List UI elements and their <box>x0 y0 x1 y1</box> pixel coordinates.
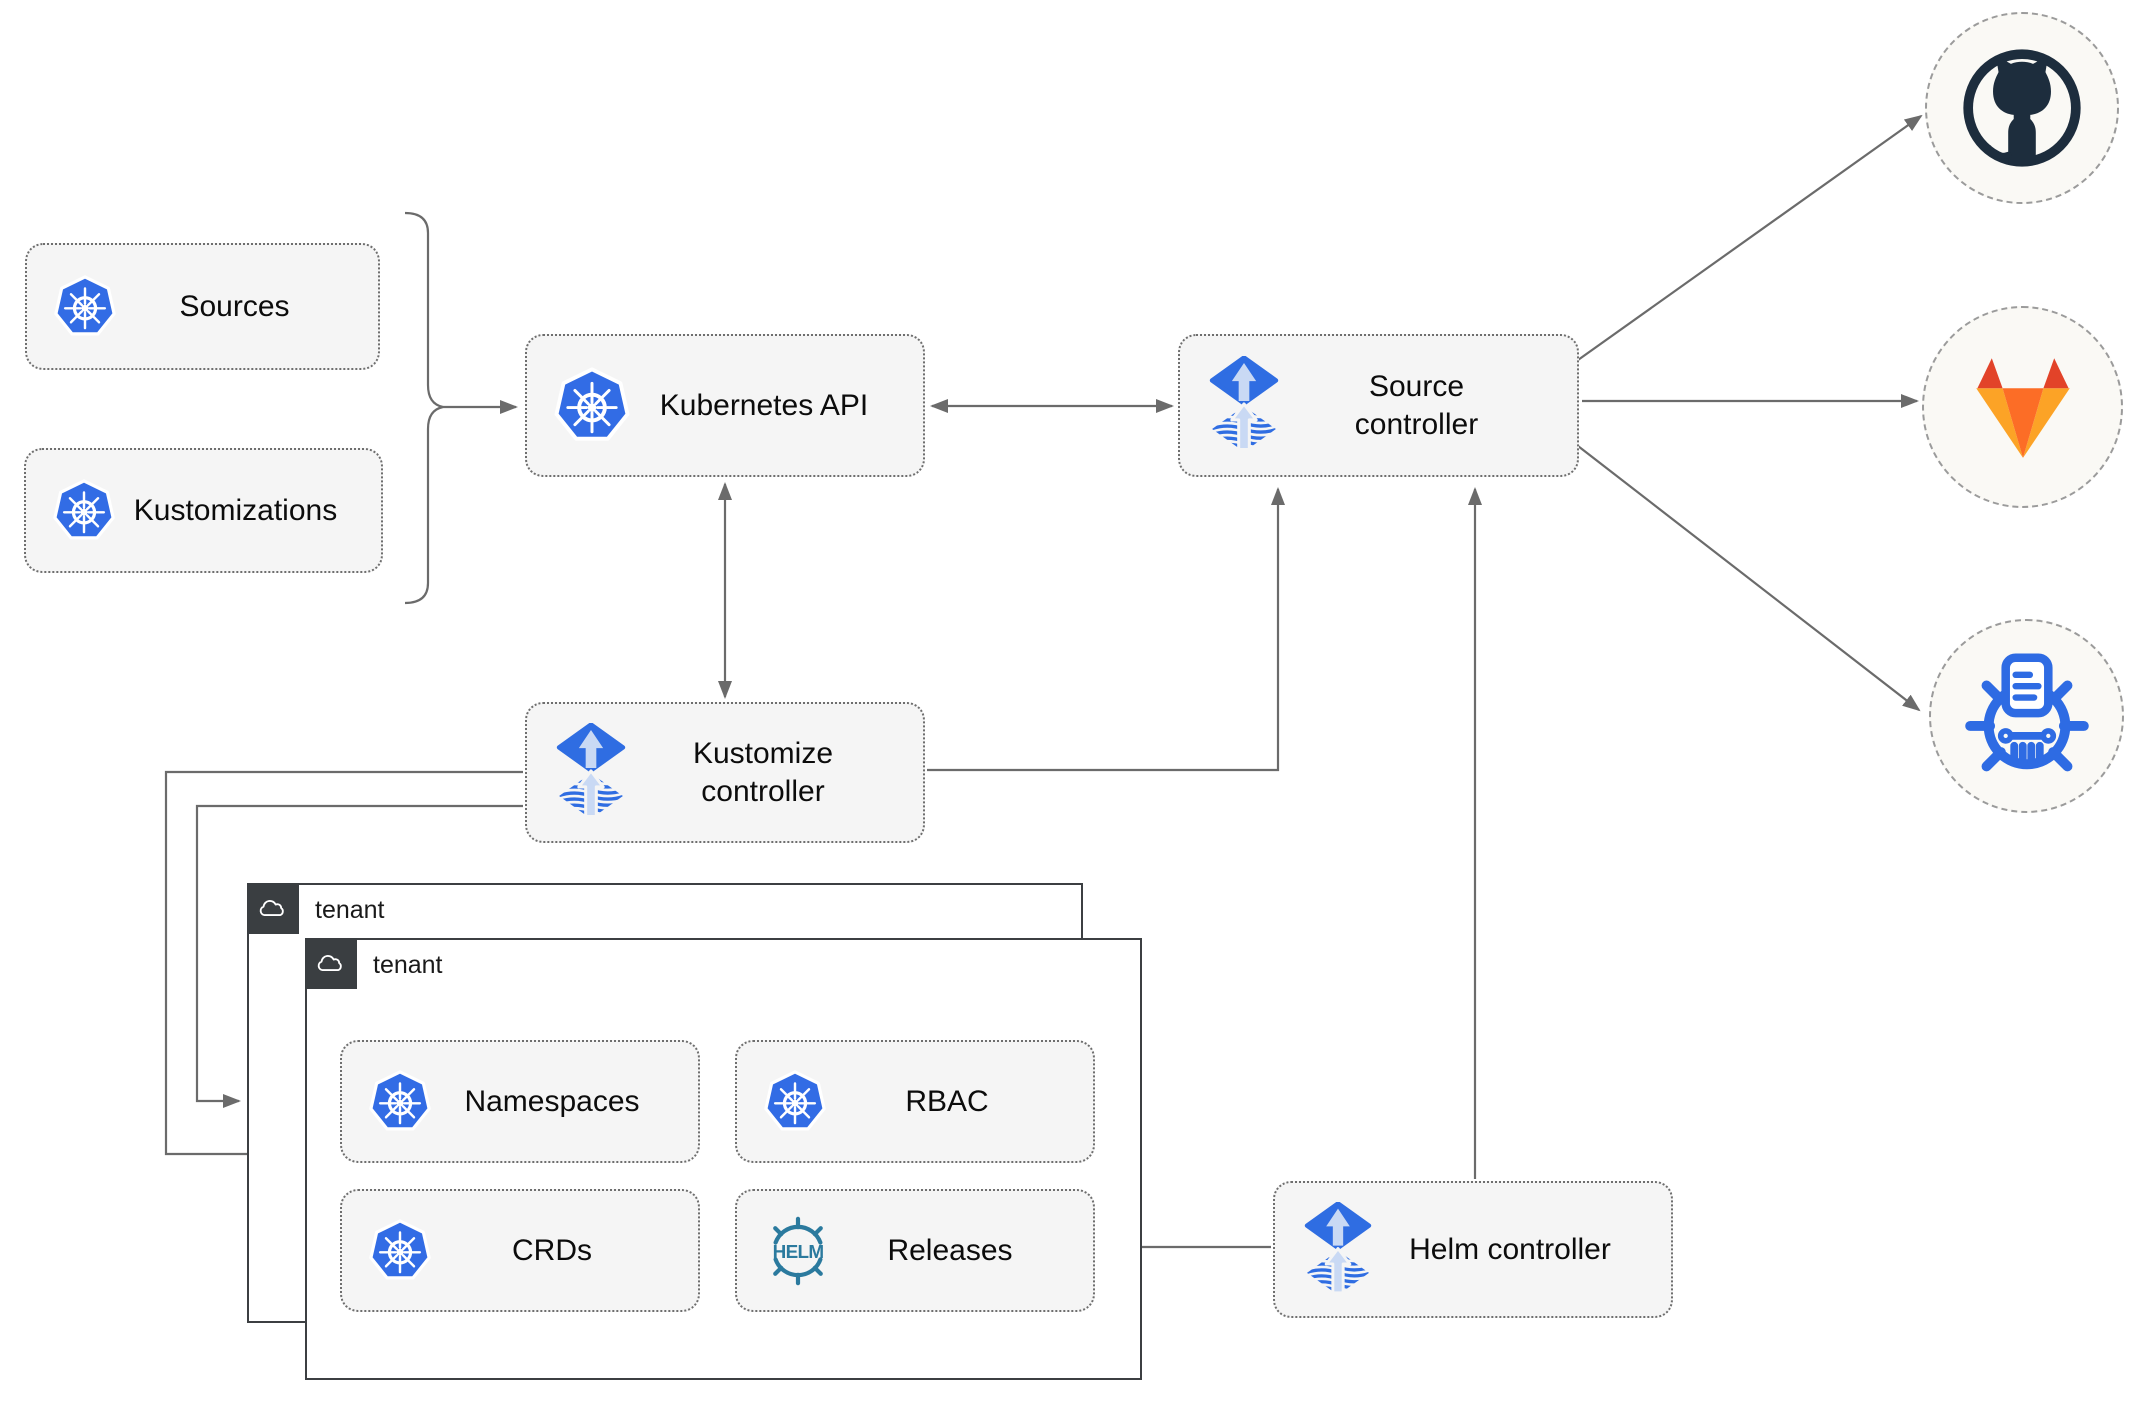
cloud-icon <box>259 899 284 916</box>
node-label: Kubernetes API <box>659 388 869 422</box>
kubernetes-icon <box>554 366 630 441</box>
node-label: CRDs <box>512 1233 592 1267</box>
flux-icon <box>1301 1202 1375 1298</box>
tenant-header <box>247 883 299 934</box>
node-releases: HELM Releases <box>735 1189 1095 1312</box>
node-crds: CRDs <box>340 1189 700 1312</box>
node-label: Releases <box>887 1233 1013 1267</box>
node-kustomize-controller: Kustomize controller <box>525 702 925 843</box>
arrow-kustomize-to-tenant-back <box>195 804 523 1108</box>
node-label: Namespaces <box>464 1084 640 1118</box>
kubernetes-icon <box>54 274 116 335</box>
node-namespaces: Namespaces <box>340 1040 700 1163</box>
gitlab-icon <box>1975 357 2070 458</box>
node-label: RBAC <box>905 1084 989 1118</box>
tenant-label: tenant <box>373 951 443 979</box>
node-label: Kustomize controller <box>692 737 834 808</box>
node-rbac: RBAC <box>735 1040 1095 1163</box>
flux-icon <box>553 723 629 822</box>
arrow-source-to-chart-repository <box>1577 445 1921 712</box>
external-chart-repository <box>1929 619 2124 813</box>
arrow-kustomize-to-source-controller <box>927 487 1285 772</box>
tenant-label: tenant <box>315 896 385 924</box>
arrow-kustomize-to-tenant-front <box>164 770 523 1161</box>
node-label: Source controller <box>1354 370 1479 441</box>
flux-icon <box>1206 356 1282 455</box>
kubernetes-icon <box>764 1069 826 1130</box>
node-label: Helm controller <box>1409 1232 1611 1266</box>
cloud-icon <box>317 954 342 971</box>
external-gitlab <box>1922 306 2123 508</box>
kubernetes-icon <box>369 1218 431 1279</box>
bracket-sources-group <box>404 211 444 605</box>
node-source-controller: Source controller <box>1178 334 1579 477</box>
node-label: Kustomizations <box>133 493 338 527</box>
github-icon <box>1963 49 2081 167</box>
kubernetes-icon <box>369 1069 431 1130</box>
kubernetes-icon <box>53 478 115 539</box>
tenant-header <box>305 938 357 989</box>
helm-logo-text: HELM <box>773 1242 824 1263</box>
node-helm-controller: Helm controller <box>1273 1181 1673 1318</box>
node-label: Sources <box>179 289 290 323</box>
node-kustomizations: Kustomizations <box>24 448 383 573</box>
external-github <box>1925 12 2119 204</box>
chartmuseum-icon <box>1964 653 2089 772</box>
helm-icon: HELM <box>773 1216 824 1285</box>
node-kubernetes-api: Kubernetes API <box>525 334 925 477</box>
node-sources: Sources <box>25 243 380 370</box>
arrow-source-to-github <box>1577 114 1923 361</box>
